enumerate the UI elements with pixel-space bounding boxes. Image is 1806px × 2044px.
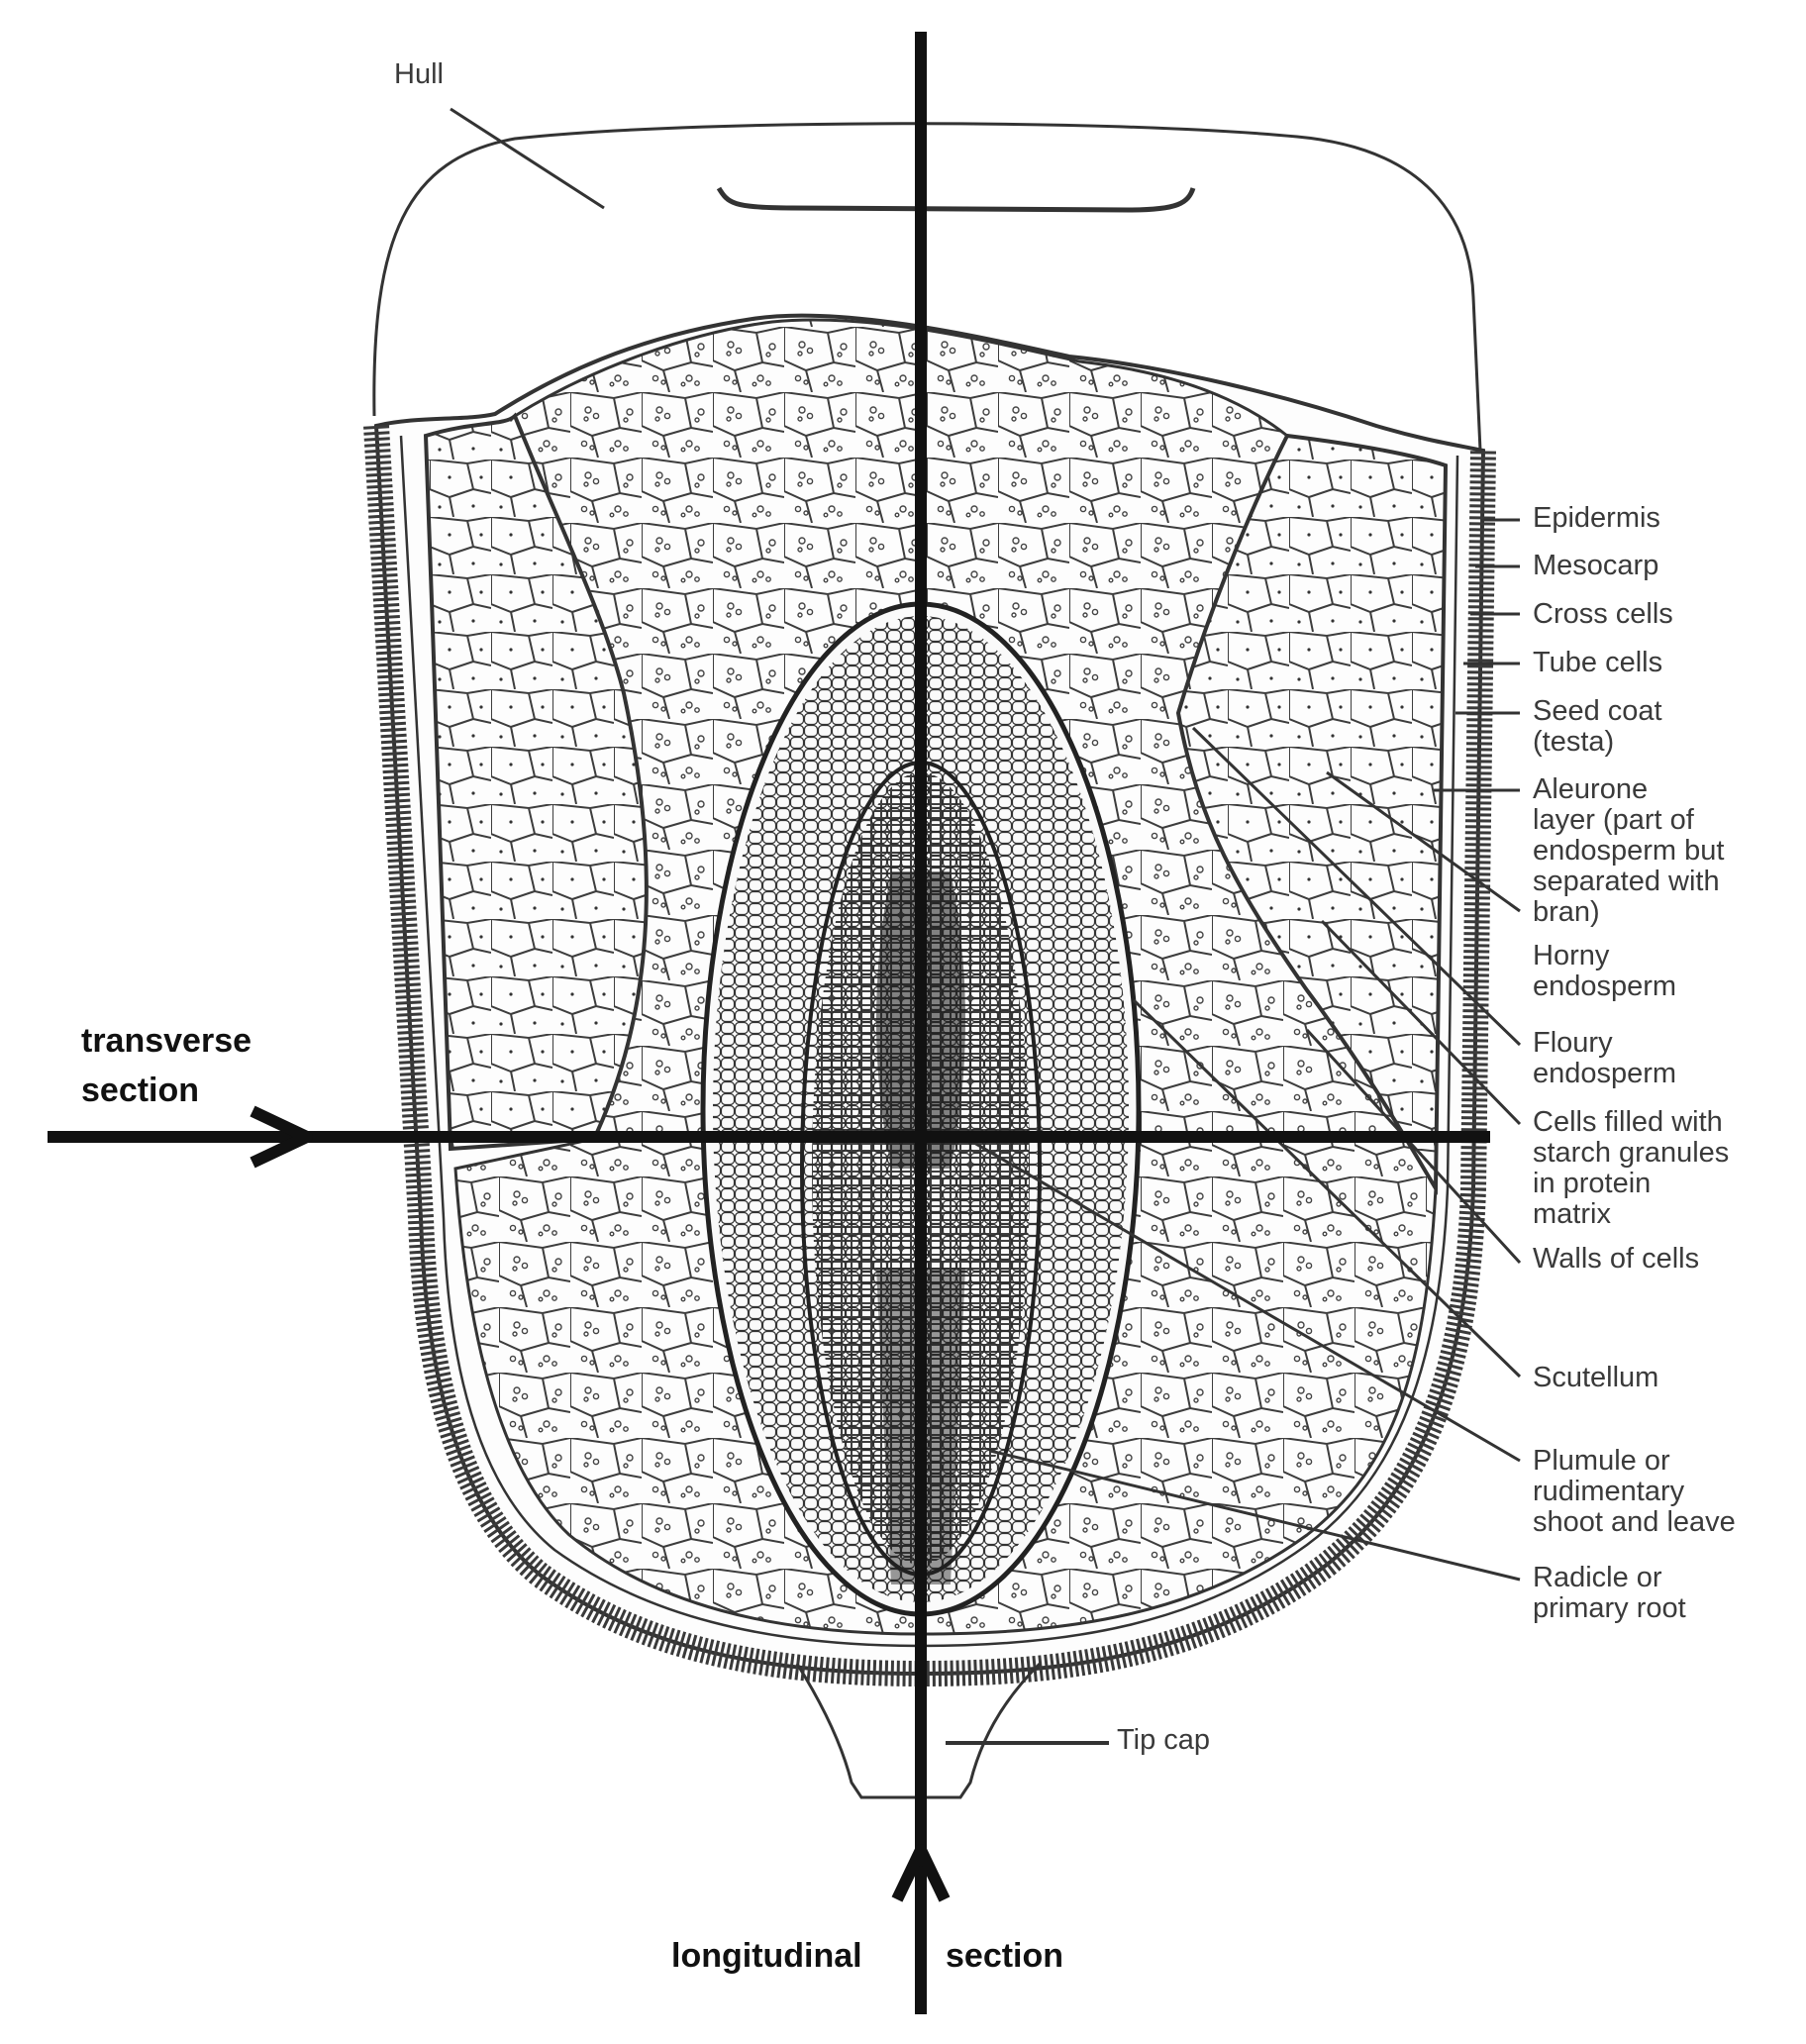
label-epidermis: Epidermis bbox=[1533, 502, 1660, 534]
label-aleurone: Aleurone layer (part of endosperm but se… bbox=[1533, 773, 1725, 928]
label-mesocarp: Mesocarp bbox=[1533, 550, 1659, 581]
transverse-arrow-head bbox=[250, 1105, 313, 1169]
label-radicle: Radicle or primary root bbox=[1533, 1562, 1686, 1624]
label-seed-coat: Seed coat (testa) bbox=[1533, 695, 1662, 758]
label-plumule: Plumule or rudimentary shoot and leave bbox=[1533, 1445, 1736, 1538]
longitudinal-arrow-head bbox=[891, 1844, 951, 1902]
longitudinal-label: longitudinal bbox=[671, 1937, 862, 1975]
tip-cap-outline bbox=[795, 1662, 1042, 1799]
hull-groove bbox=[716, 186, 1196, 213]
label-horny-endosperm: Horny endosperm bbox=[1533, 940, 1677, 1002]
leader-lines bbox=[450, 107, 1522, 1582]
label-tip-cap: Tip cap bbox=[1117, 1724, 1211, 1756]
section-label: section bbox=[946, 1937, 1064, 1975]
label-floury-endosperm: Floury endosperm bbox=[1533, 1027, 1677, 1089]
label-cells-filled: Cells filled with starch granules in pro… bbox=[1533, 1106, 1730, 1230]
label-tube-cells: Tube cells bbox=[1533, 647, 1663, 678]
label-scutellum: Scutellum bbox=[1533, 1362, 1659, 1393]
label-hull: Hull bbox=[394, 58, 444, 90]
label-walls-of-cells: Walls of cells bbox=[1533, 1243, 1700, 1275]
transverse-section-label: transverse section bbox=[81, 1022, 252, 1109]
hull-outline bbox=[372, 122, 1482, 452]
label-cross-cells: Cross cells bbox=[1533, 598, 1673, 630]
